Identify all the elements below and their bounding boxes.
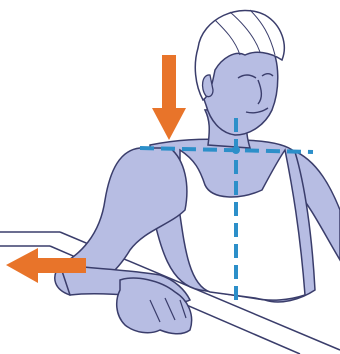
- downward-shoulder-arrow: [152, 55, 186, 140]
- guide-intersection: [232, 146, 240, 154]
